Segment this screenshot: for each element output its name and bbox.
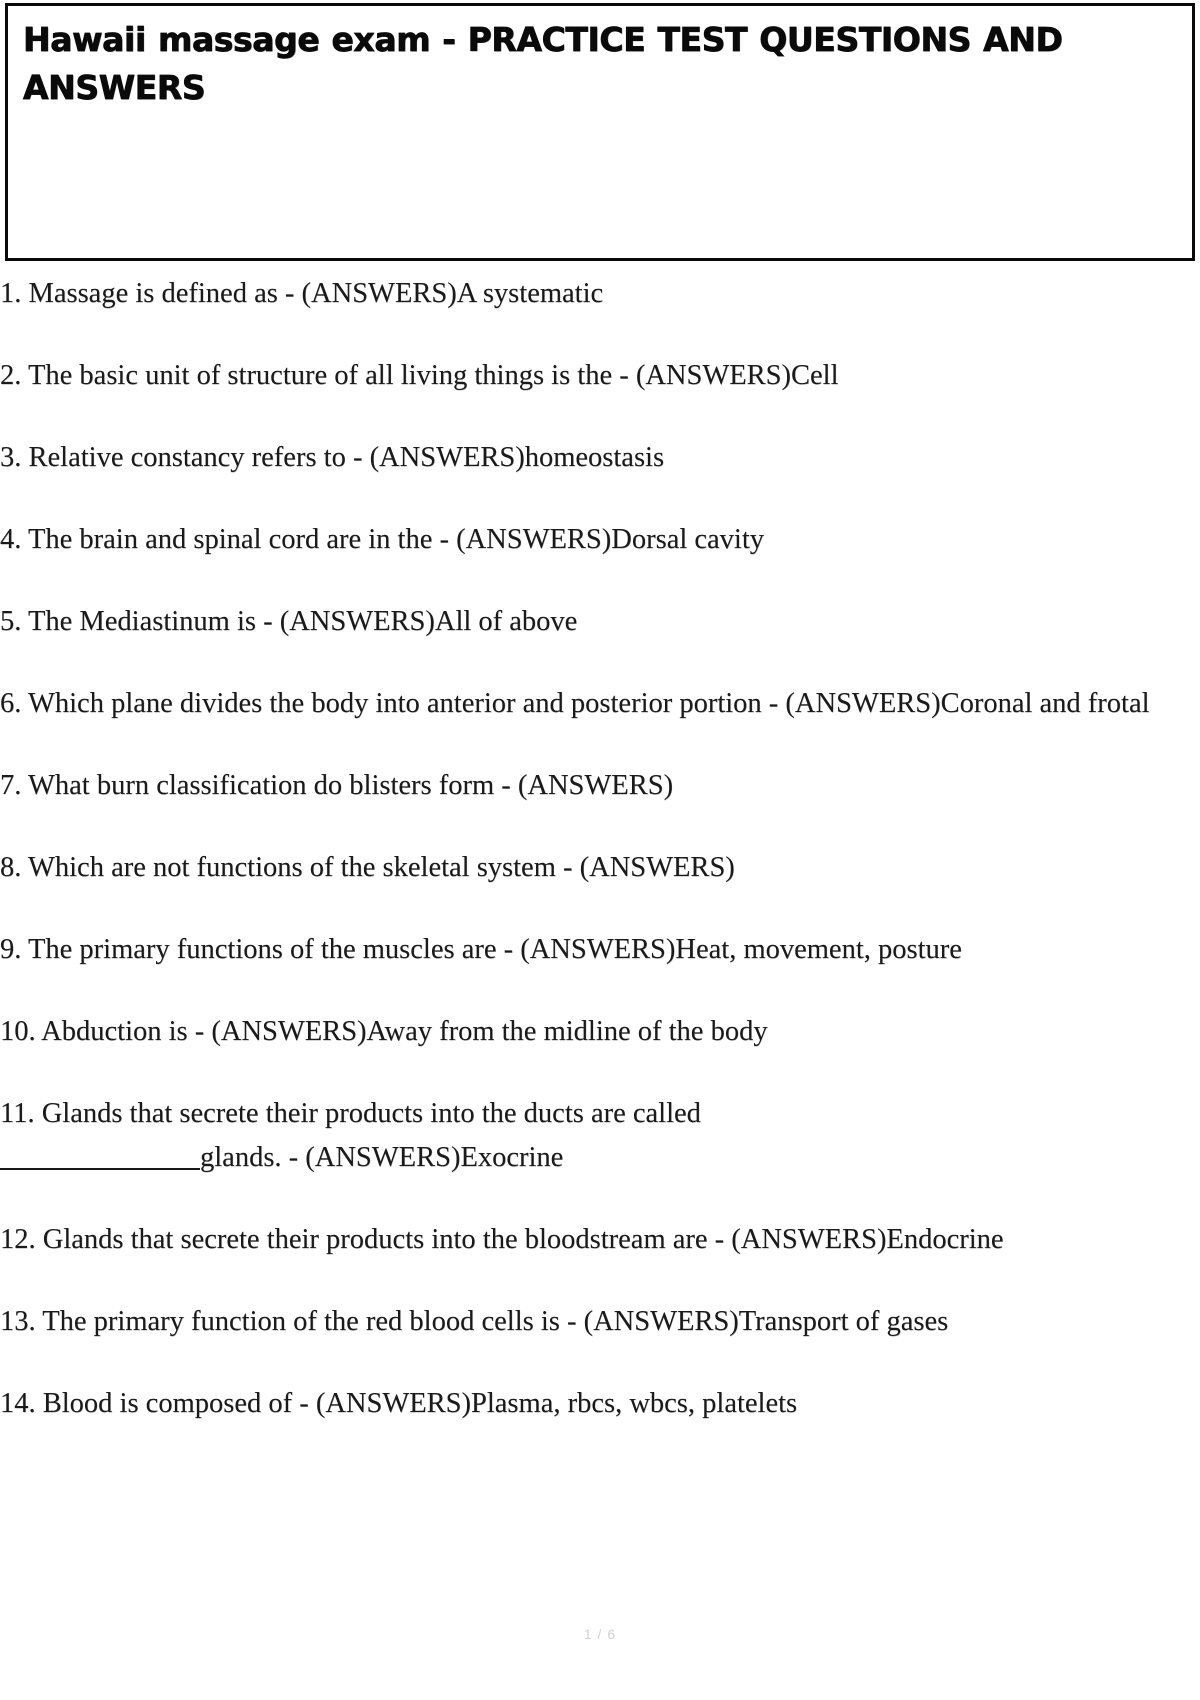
qa-item-12: 12. Glands that secrete their products i… [0,1224,1004,1255]
qa-item-5: 5. The Mediastinum is - (ANSWERS)All of … [0,606,578,637]
page-title: Hawaii massage exam - PRACTICE TEST QUES… [23,20,1064,108]
question-answer-list: 1. Massage is defined as - (ANSWERS)A sy… [0,272,1200,1464]
qa-item-11: 11. Glands that secrete their products i… [0,1092,1200,1180]
qa-item-14: 14. Blood is composed of - (ANSWERS)Plas… [0,1388,798,1419]
qa-item-8: 8. Which are not functions of the skelet… [0,852,735,883]
qa-item-7: 7. What burn classification do blisters … [0,770,674,801]
qa-item-1: 1. Massage is defined as - (ANSWERS)A sy… [0,278,604,309]
qa-item-6: 6. Which plane divides the body into ant… [0,688,1150,719]
qa-item-4: 4. The brain and spinal cord are in the … [0,524,765,555]
qa-item-11-fill-in-blank [0,1168,200,1170]
qa-item-9: 9. The primary functions of the muscles … [0,934,962,965]
qa-item-3: 3. Relative constancy refers to - (ANSWE… [0,442,665,473]
qa-item-13: 13. The primary function of the red bloo… [0,1306,949,1337]
qa-item-11-text-after-blank: glands. - (ANSWERS)Exocrine [200,1142,564,1173]
qa-item-2: 2. The basic unit of structure of all li… [0,360,839,391]
page-number-indicator: 1 / 6 [583,1626,617,1642]
qa-item-10: 10. Abduction is - (ANSWERS)Away from th… [0,1016,768,1047]
title-box: Hawaii massage exam - PRACTICE TEST QUES… [5,3,1195,261]
qa-item-11-text-before-blank: 11. Glands that secrete their products i… [0,1098,701,1129]
